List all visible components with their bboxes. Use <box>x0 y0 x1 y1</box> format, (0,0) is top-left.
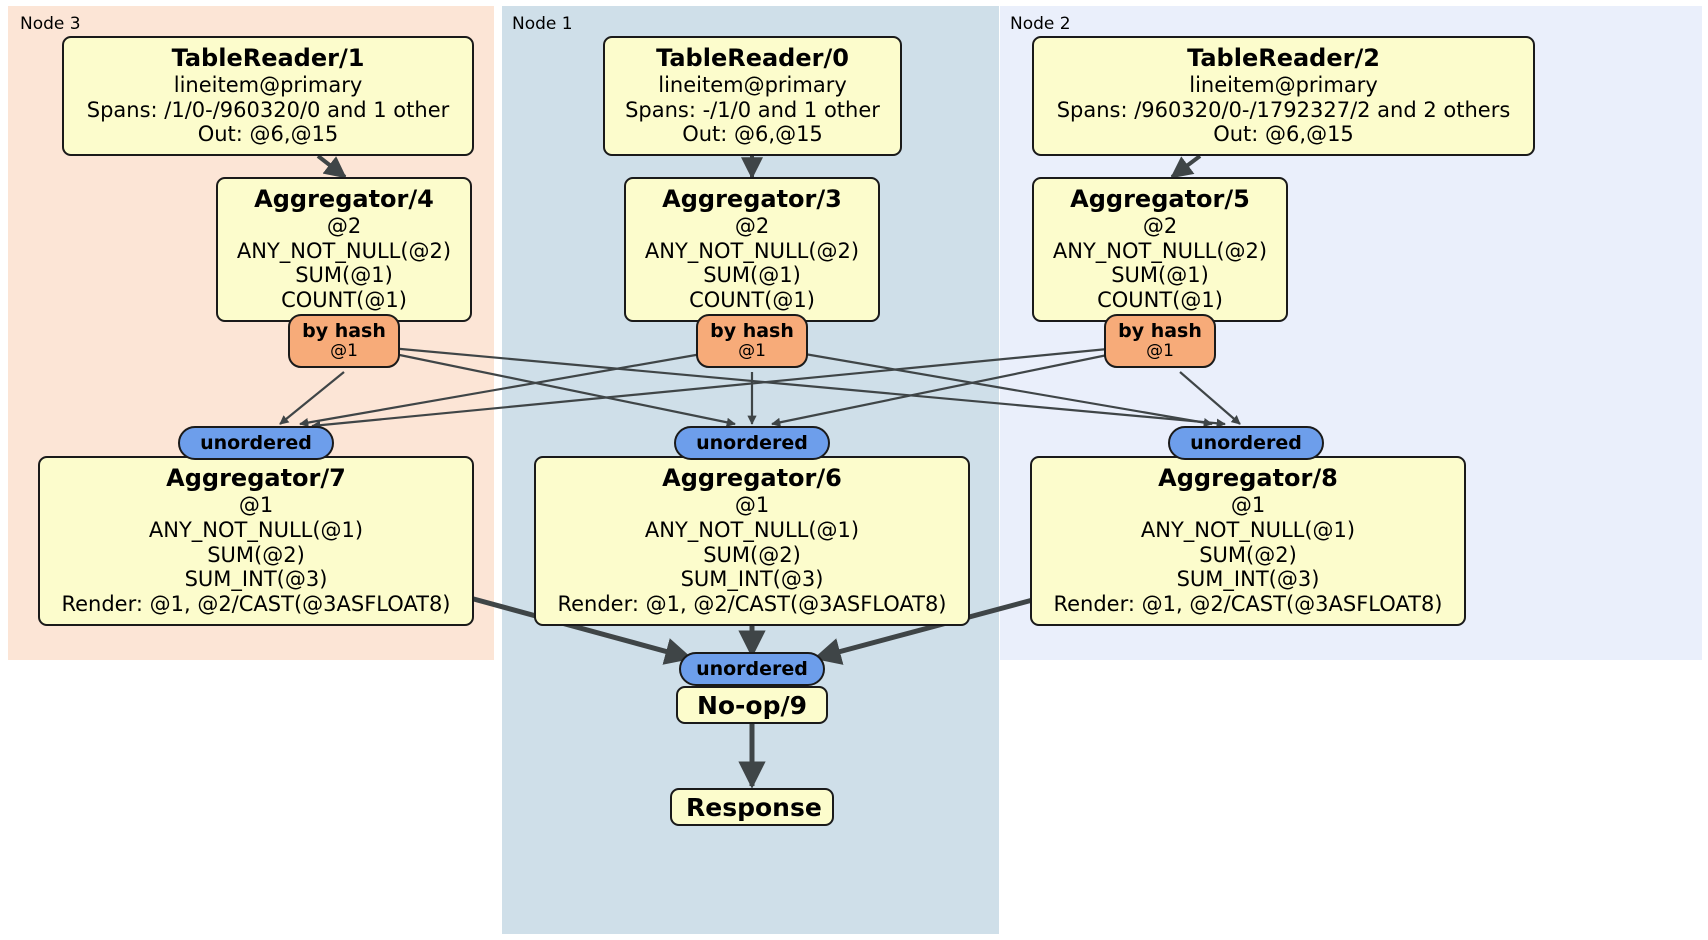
box-line: ANY_NOT_NULL(@2) <box>644 238 860 263</box>
box-table-reader-1[interactable]: TableReader/1 lineitem@primary Spans: /1… <box>62 36 474 156</box>
box-title: Aggregator/5 <box>1070 185 1250 214</box>
box-aggregator-5[interactable]: Aggregator/5 @2 ANY_NOT_NULL(@2) SUM(@1)… <box>1032 177 1288 322</box>
collector-unordered-right[interactable]: unordered <box>1168 426 1324 460</box>
collector-label: unordered <box>696 657 808 680</box>
box-title: No-op/9 <box>696 690 808 720</box>
box-line: SUM_INT(@3) <box>184 567 328 592</box>
box-line: SUM(@1) <box>1111 263 1209 288</box>
box-line: @2 <box>1142 213 1178 238</box>
box-title: TableReader/1 <box>171 43 365 72</box>
box-line: SUM(@2) <box>1199 542 1297 567</box>
collector-label: unordered <box>200 431 312 454</box>
box-line: Render: @1, @2/CAST(@3ASFLOAT8) <box>1053 592 1443 617</box>
router-sublabel: @1 <box>1146 341 1174 362</box>
router-label: by hash <box>1118 320 1202 343</box>
collector-unordered-left[interactable]: unordered <box>178 426 334 460</box>
box-line: Out: @6,@15 <box>682 122 823 147</box>
box-line: lineitem@primary <box>1189 72 1378 97</box>
router-by-hash-right[interactable]: by hash @1 <box>1104 314 1216 368</box>
box-aggregator-4[interactable]: Aggregator/4 @2 ANY_NOT_NULL(@2) SUM(@1)… <box>216 177 472 322</box>
panel-node-2-label: Node 2 <box>1010 14 1071 34</box>
box-line: @1 <box>238 493 274 517</box>
box-aggregator-8[interactable]: Aggregator/8 @1 ANY_NOT_NULL(@1) SUM(@2)… <box>1030 456 1466 626</box>
box-line: @2 <box>734 213 770 238</box>
box-line: COUNT(@1) <box>1097 288 1223 313</box>
box-line: @1 <box>734 493 770 517</box>
box-line: ANY_NOT_NULL(@2) <box>1052 238 1268 263</box>
box-line: ANY_NOT_NULL(@2) <box>236 238 452 263</box>
box-title: Aggregator/8 <box>1158 464 1338 493</box>
box-title: Aggregator/6 <box>662 464 842 493</box>
box-line: Out: @6,@15 <box>197 122 339 147</box>
box-line: COUNT(@1) <box>689 288 815 313</box>
box-aggregator-7[interactable]: Aggregator/7 @1 ANY_NOT_NULL(@1) SUM(@2)… <box>38 456 474 626</box>
box-line: ANY_NOT_NULL(@1) <box>644 517 860 542</box>
collector-label: unordered <box>696 431 808 454</box>
collector-unordered-mid[interactable]: unordered <box>674 426 830 460</box>
box-line: lineitem@primary <box>173 72 363 97</box>
box-noop-9[interactable]: No-op/9 <box>676 686 828 724</box>
box-line: SUM(@2) <box>207 542 305 567</box>
panel-node-3-label: Node 3 <box>20 14 81 34</box>
box-line: SUM_INT(@3) <box>1176 567 1320 592</box>
box-title: Response <box>686 792 822 822</box>
box-line: Out: @6,@15 <box>1213 122 1354 147</box>
collector-unordered-final[interactable]: unordered <box>679 652 825 686</box>
box-title: Aggregator/3 <box>662 185 842 214</box>
box-line: Render: @1, @2/CAST(@3ASFLOAT8) <box>61 592 451 617</box>
collector-label: unordered <box>1190 431 1302 454</box>
router-sublabel: @1 <box>330 341 358 362</box>
box-line: @2 <box>326 213 362 238</box>
box-line: Spans: /1/0-/960320/0 and 1 other <box>86 97 450 122</box>
box-aggregator-6[interactable]: Aggregator/6 @1 ANY_NOT_NULL(@1) SUM(@2)… <box>534 456 970 626</box>
box-line: SUM_INT(@3) <box>680 567 824 592</box>
box-line: @1 <box>1230 493 1266 517</box>
box-title: Aggregator/4 <box>254 185 434 214</box>
box-line: Render: @1, @2/CAST(@3ASFLOAT8) <box>557 592 947 617</box>
box-line: ANY_NOT_NULL(@1) <box>148 517 364 542</box>
router-label: by hash <box>710 320 794 343</box>
box-aggregator-3[interactable]: Aggregator/3 @2 ANY_NOT_NULL(@2) SUM(@1)… <box>624 177 880 322</box>
router-sublabel: @1 <box>738 341 766 362</box>
box-line: Spans: /960320/0-/1792327/2 and 2 others <box>1056 97 1511 122</box>
box-title: Aggregator/7 <box>166 464 346 493</box>
box-title: TableReader/0 <box>656 43 849 72</box>
box-line: SUM(@2) <box>703 542 801 567</box>
box-line: lineitem@primary <box>658 72 847 97</box>
box-line: SUM(@1) <box>295 263 393 288</box>
box-line: Spans: -/1/0 and 1 other <box>625 97 880 122</box>
router-label: by hash <box>302 320 386 343</box>
box-line: ANY_NOT_NULL(@1) <box>1140 517 1356 542</box>
router-by-hash-left[interactable]: by hash @1 <box>288 314 400 368</box>
box-line: COUNT(@1) <box>281 288 407 313</box>
router-by-hash-mid[interactable]: by hash @1 <box>696 314 808 368</box>
box-response[interactable]: Response <box>670 788 834 826</box>
box-title: TableReader/2 <box>1187 43 1380 72</box>
box-table-reader-2[interactable]: TableReader/2 lineitem@primary Spans: /9… <box>1032 36 1535 156</box>
panel-node-1-label: Node 1 <box>512 14 573 34</box>
box-line: SUM(@1) <box>703 263 801 288</box>
box-table-reader-0[interactable]: TableReader/0 lineitem@primary Spans: -/… <box>603 36 902 156</box>
